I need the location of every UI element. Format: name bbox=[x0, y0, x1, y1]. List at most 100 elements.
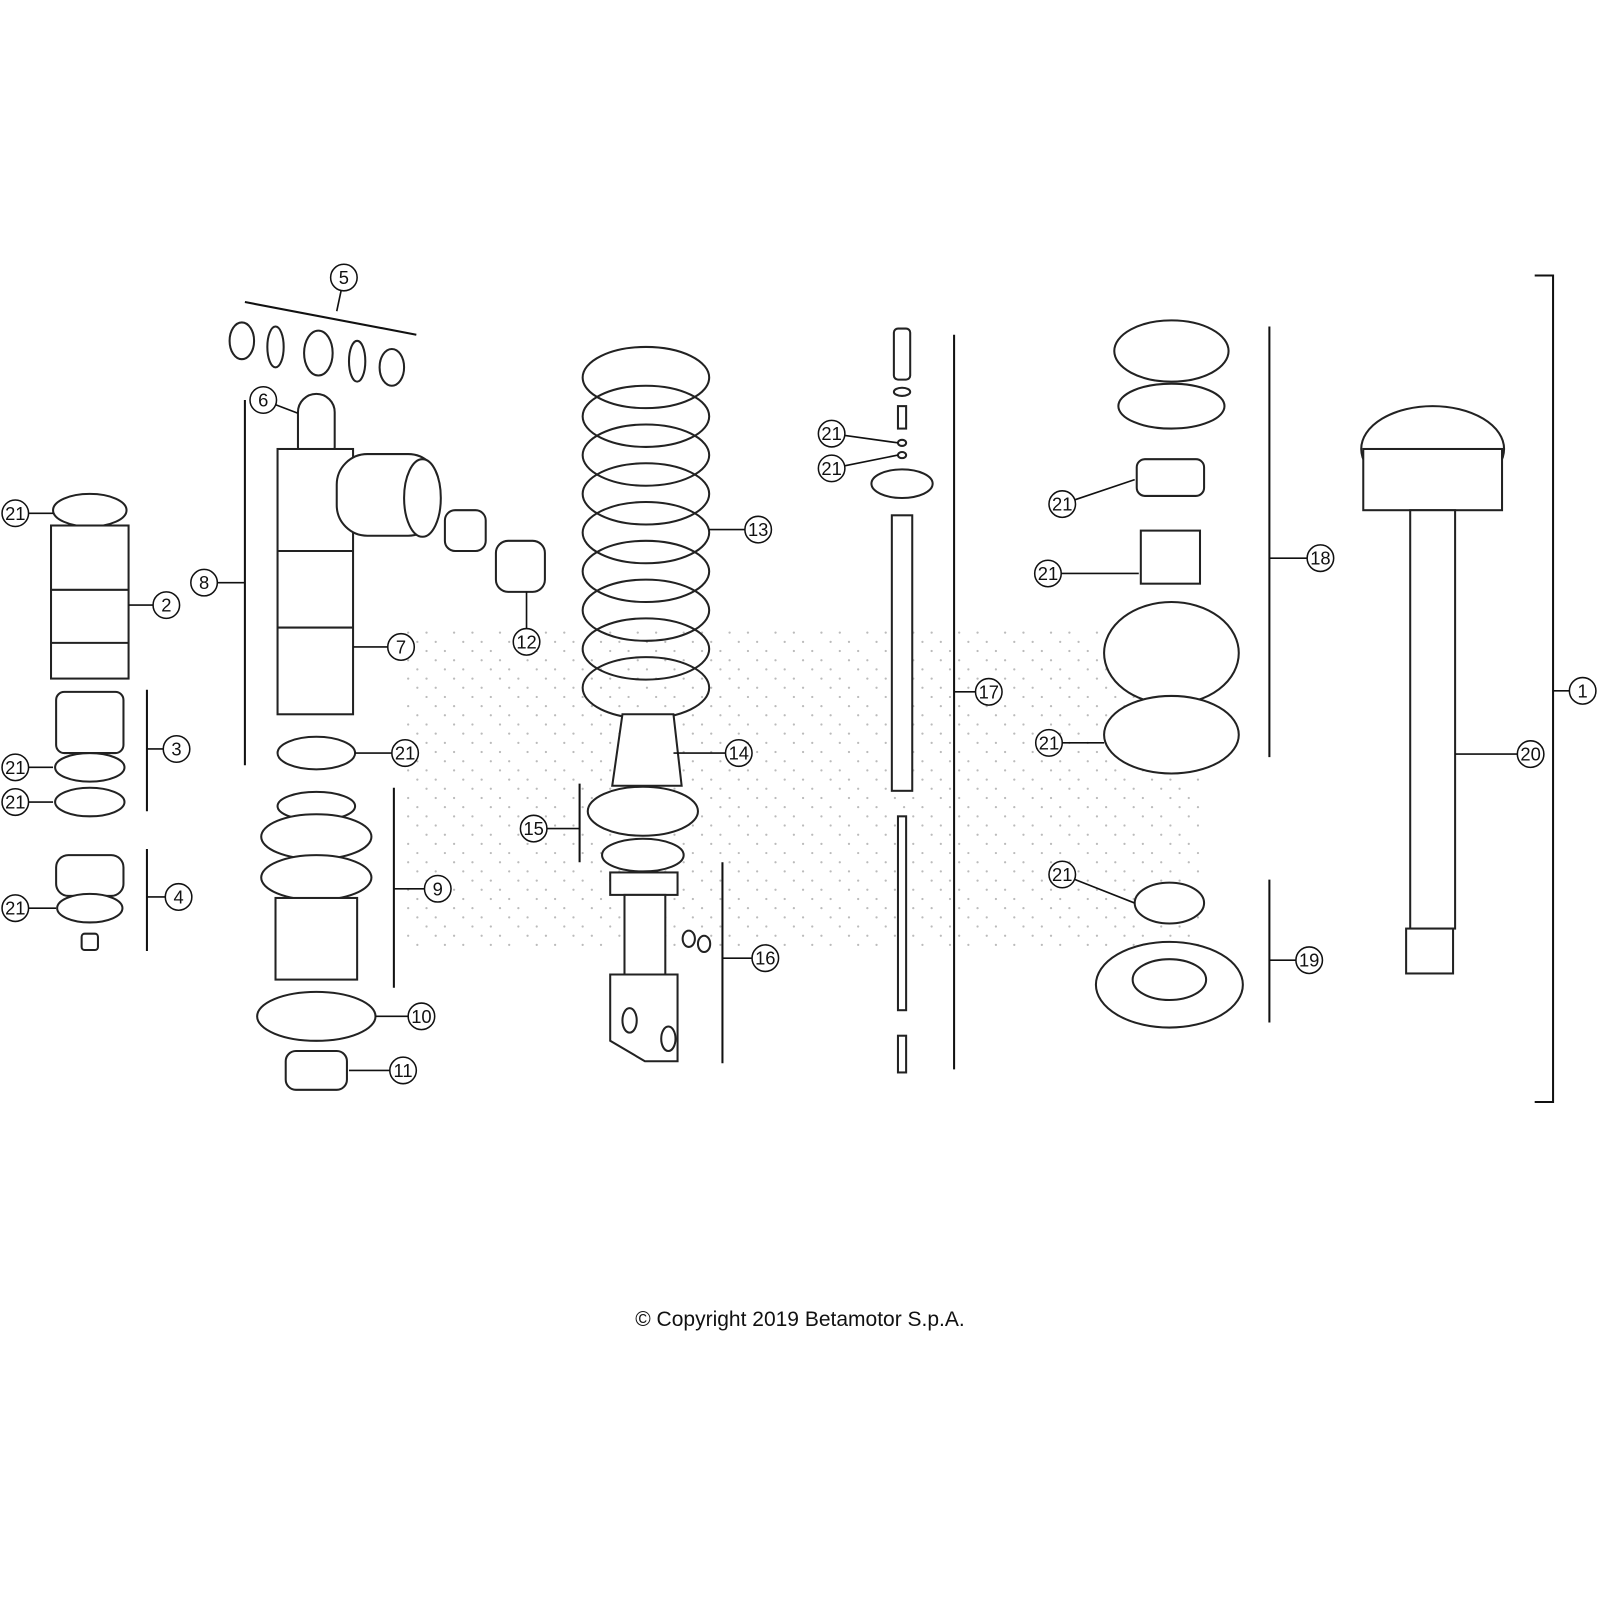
callout-21: 21 bbox=[1, 788, 54, 817]
callout-circle bbox=[1, 894, 30, 923]
callout-label: 17 bbox=[979, 681, 999, 702]
callout-21: 21 bbox=[1048, 860, 1135, 904]
callout-label: 21 bbox=[821, 423, 841, 444]
parts bbox=[50, 319, 1506, 1091]
callout-label: 21 bbox=[5, 757, 25, 778]
callout-circle bbox=[389, 1056, 418, 1085]
watermark-dots bbox=[407, 631, 1200, 947]
callout-21: 21 bbox=[1048, 478, 1135, 519]
callout-label: 6 bbox=[258, 390, 268, 411]
callout-label: 20 bbox=[1520, 744, 1540, 765]
callout-13: 13 bbox=[709, 515, 773, 544]
part-4-cap bbox=[55, 854, 125, 952]
callout-20: 20 bbox=[1455, 740, 1545, 769]
part-3-piston bbox=[54, 690, 126, 818]
callout-circle bbox=[1033, 559, 1062, 588]
callout-label: 3 bbox=[171, 738, 181, 759]
callout-label: 21 bbox=[821, 458, 841, 479]
callout-circle bbox=[152, 591, 181, 620]
leader-line bbox=[844, 434, 899, 444]
callout-label: 21 bbox=[5, 792, 25, 813]
part-17-rod bbox=[870, 327, 934, 1074]
callout-label: 16 bbox=[755, 948, 775, 969]
callout-17: 17 bbox=[954, 677, 1003, 706]
callout-label: 2 bbox=[161, 595, 171, 616]
spring-coil bbox=[581, 384, 711, 448]
leader-line bbox=[844, 454, 899, 467]
callout-21: 21 bbox=[1033, 559, 1139, 588]
part-9-preload-rings bbox=[256, 790, 377, 1091]
leader-line bbox=[1074, 878, 1135, 904]
spring-coil bbox=[581, 617, 711, 681]
leader-line bbox=[275, 403, 299, 415]
callout-label: 11 bbox=[394, 1060, 413, 1081]
callout-16: 16 bbox=[722, 944, 780, 973]
callout-circle bbox=[1295, 946, 1324, 975]
callout-7: 7 bbox=[353, 632, 416, 661]
callout-label: 18 bbox=[1310, 548, 1330, 569]
callout-1: 1 bbox=[1553, 676, 1597, 705]
callout-21: 21 bbox=[1, 753, 54, 782]
callout-circle bbox=[407, 1002, 436, 1031]
callout-circle bbox=[1516, 740, 1545, 769]
spring-coil bbox=[581, 423, 711, 487]
callout-circle bbox=[1, 753, 30, 782]
callout-circle bbox=[162, 734, 191, 764]
callout-label: 21 bbox=[1052, 864, 1072, 885]
callout-3: 3 bbox=[146, 734, 191, 764]
callout-21: 21 bbox=[817, 454, 899, 483]
part-19-seal-head bbox=[1094, 881, 1244, 1029]
part-14-bump-stop bbox=[611, 713, 683, 787]
callout-circle bbox=[1048, 490, 1077, 519]
callout-circle bbox=[391, 739, 420, 768]
callout-circle bbox=[1, 499, 30, 528]
callout-21: 21 bbox=[355, 739, 420, 768]
callout-label: 9 bbox=[433, 878, 443, 899]
callout-label: 21 bbox=[5, 503, 25, 524]
callout-circle bbox=[1306, 544, 1335, 573]
callout-21: 21 bbox=[1034, 728, 1105, 757]
callout-circle bbox=[974, 677, 1003, 706]
callout-8: 8 bbox=[190, 568, 245, 597]
callout-9: 9 bbox=[393, 874, 452, 903]
part-12-adjuster bbox=[443, 509, 546, 593]
part-13-spring bbox=[581, 345, 711, 720]
leader-line bbox=[335, 290, 342, 312]
callout-label: 1 bbox=[1578, 680, 1588, 701]
part-5-bushing-set bbox=[228, 321, 406, 387]
callout-11: 11 bbox=[348, 1056, 418, 1085]
spring-coil bbox=[581, 345, 711, 410]
part-2-reservoir bbox=[50, 492, 130, 680]
callout-label: 21 bbox=[1038, 563, 1058, 584]
callout-label: 21 bbox=[5, 898, 25, 919]
callout-circle bbox=[744, 515, 773, 544]
callout-10: 10 bbox=[375, 1002, 436, 1031]
callout-21: 21 bbox=[1, 499, 54, 528]
part-7-shock-body bbox=[276, 392, 442, 771]
callout-circle bbox=[1568, 676, 1597, 705]
callout-label: 10 bbox=[411, 1006, 431, 1027]
leader-line bbox=[1074, 478, 1135, 501]
group-brackets bbox=[145, 274, 1555, 1104]
spring-coil bbox=[581, 578, 711, 642]
callout-label: 21 bbox=[1052, 494, 1072, 515]
callout-4: 4 bbox=[146, 882, 193, 911]
callout-circle bbox=[512, 627, 541, 656]
spring-coil bbox=[581, 539, 711, 604]
callout-6: 6 bbox=[249, 385, 299, 415]
part-18-piston-stack bbox=[1103, 319, 1240, 775]
callout-label: 4 bbox=[173, 886, 183, 907]
callout-circle bbox=[519, 814, 548, 843]
callout-circle bbox=[724, 739, 753, 768]
callout-14: 14 bbox=[673, 739, 753, 768]
callout-19: 19 bbox=[1269, 946, 1324, 975]
callout-circle bbox=[249, 385, 278, 415]
callout-circle bbox=[329, 263, 358, 292]
callout-label: 19 bbox=[1299, 950, 1319, 971]
callout-5: 5 bbox=[329, 263, 358, 312]
callout-21: 21 bbox=[817, 419, 899, 448]
callout-circle bbox=[751, 944, 780, 973]
callout-label: 21 bbox=[395, 743, 415, 764]
